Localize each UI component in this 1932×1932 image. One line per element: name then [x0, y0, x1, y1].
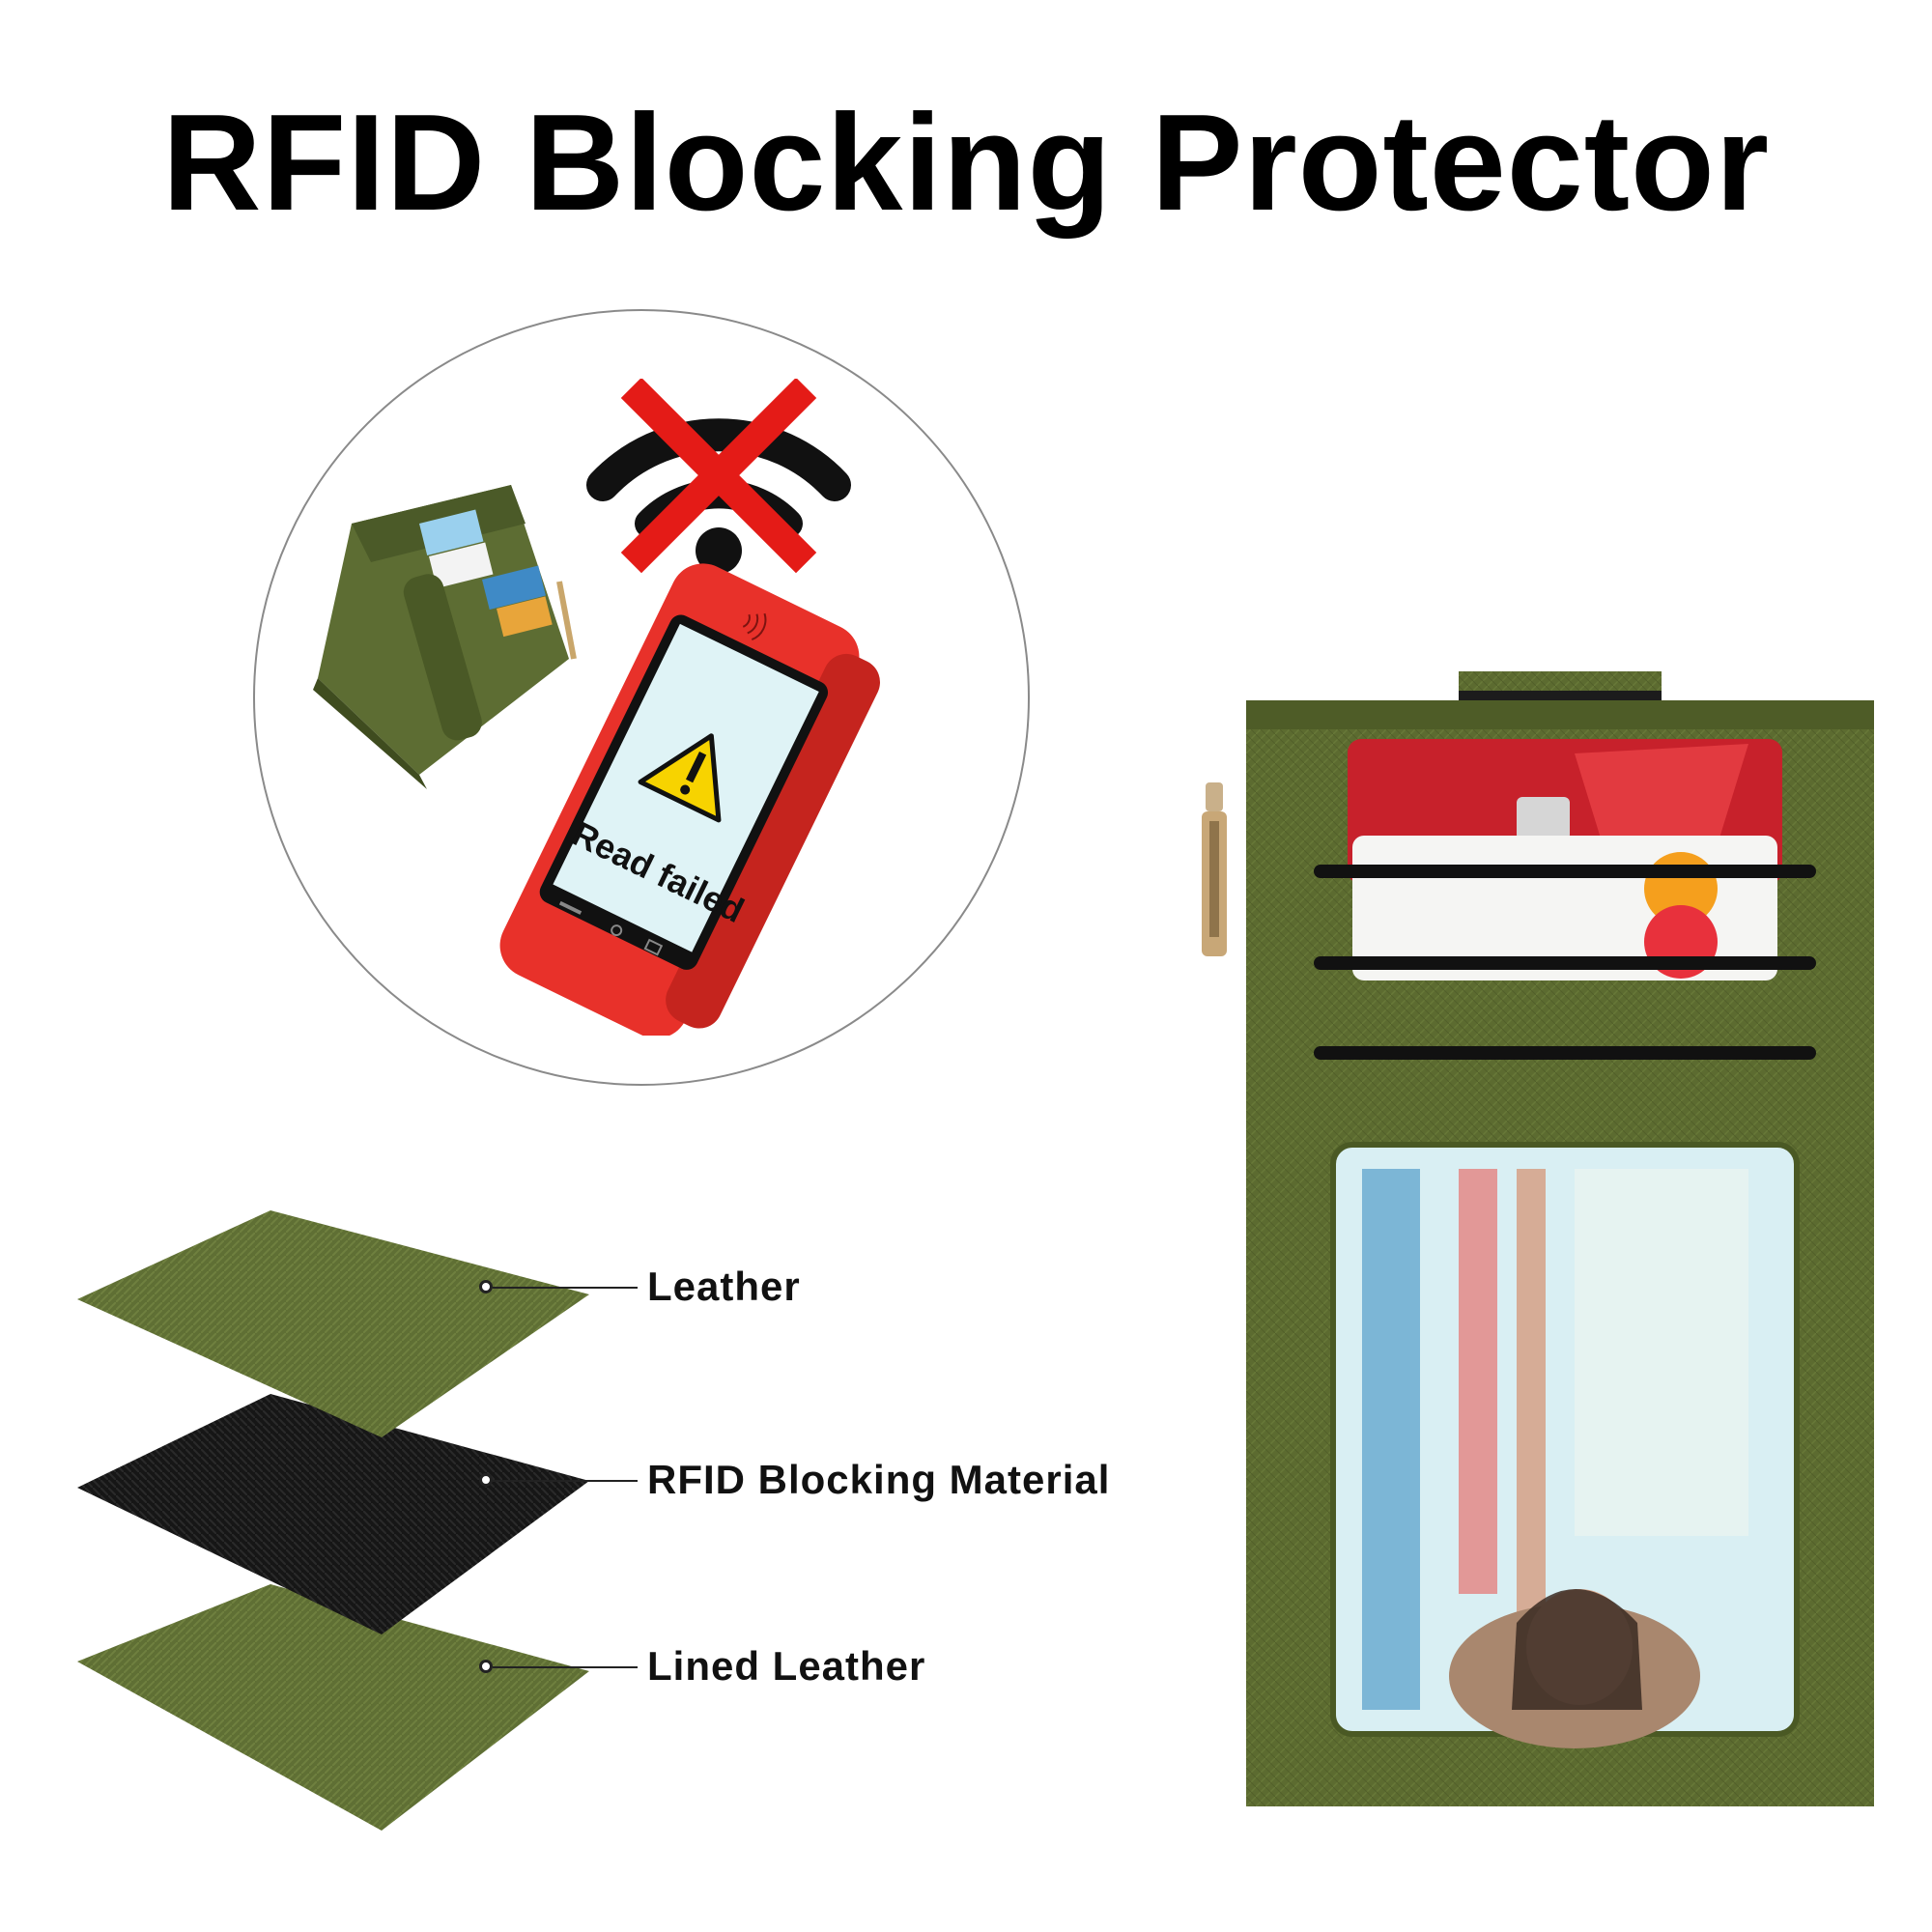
lined-leather-pointer-dot — [479, 1660, 493, 1673]
zipper-icon — [1202, 782, 1227, 956]
rfid-blocking-layer — [77, 1394, 589, 1634]
material-layers-diagram — [77, 1210, 589, 1831]
leather-layer — [77, 1210, 589, 1437]
contactless-icon — [742, 612, 767, 641]
layer-label-rfid-blocking: RFID Blocking Material — [647, 1457, 1111, 1502]
leather-leader-line — [493, 1287, 638, 1289]
folded-wallet-image — [313, 485, 577, 789]
layer-label-lined-leather: Lined Leather — [647, 1643, 926, 1689]
payment-terminal-image — [499, 563, 880, 1036]
wallet-product-image — [1202, 671, 1874, 1806]
lined-leather-leader-line — [493, 1666, 638, 1668]
page-title: RFID Blocking Protector — [161, 86, 1771, 240]
layer-label-leather: Leather — [647, 1264, 801, 1309]
leather-pointer-dot — [479, 1280, 493, 1293]
rfid-leader-line — [493, 1480, 638, 1482]
lined-leather-layer — [77, 1584, 589, 1831]
rfid-demo-illustration: Read failed — [253, 309, 1030, 1086]
wifi-blocked-icon — [586, 379, 851, 574]
rfid-pointer-dot — [479, 1473, 493, 1487]
